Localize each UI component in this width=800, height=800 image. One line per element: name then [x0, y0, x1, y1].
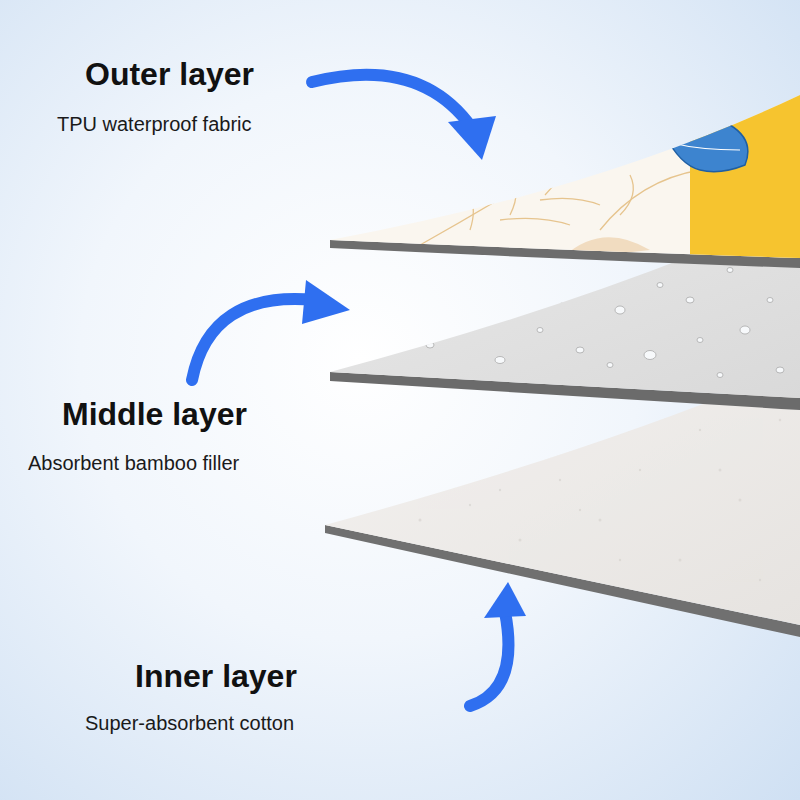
pointer-arrow: [312, 75, 472, 128]
layer-description: TPU waterproof fabric: [57, 113, 252, 136]
layer-description: Absorbent bamboo filler: [28, 452, 239, 475]
inner-sheet: [325, 365, 800, 637]
arrow-head: [302, 280, 350, 324]
sheet-surface: [325, 365, 800, 625]
layer-name: Middle layer: [62, 396, 247, 433]
layer-name: Inner layer: [135, 658, 297, 695]
pointer-arrow: [192, 299, 315, 380]
print-pattern: [420, 60, 800, 270]
pointer-arrow: [470, 612, 508, 706]
outer-sheet: [330, 60, 800, 270]
layer-name: Outer layer: [85, 56, 254, 93]
layer-description: Super-absorbent cotton: [85, 712, 294, 735]
pointer-arrows: [192, 75, 526, 706]
arrow-head: [484, 582, 526, 618]
arrow-head: [448, 116, 496, 160]
cotton-texture: [419, 419, 782, 581]
